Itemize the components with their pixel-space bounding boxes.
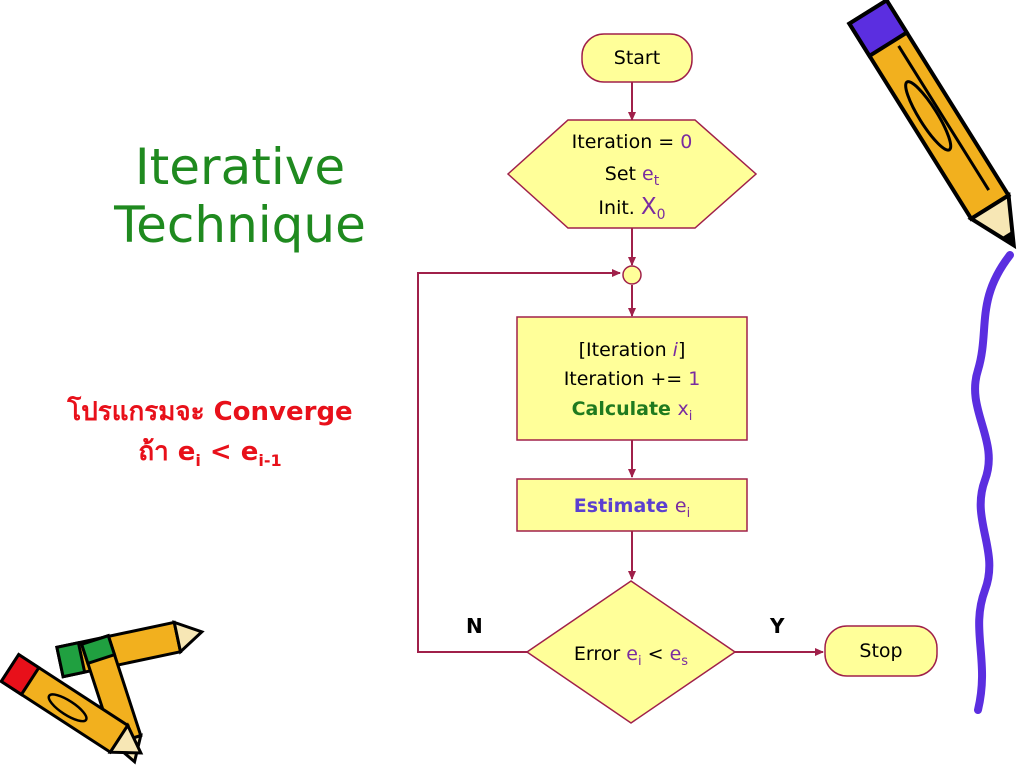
connectors: [417, 82, 824, 656]
process-line-2: Iteration += 1: [564, 368, 701, 390]
decision-label: Error ei < es: [574, 643, 688, 669]
init-line-1: Iteration = 0: [572, 131, 693, 153]
slide-title: Iterative Technique: [95, 138, 385, 254]
init-line-2: Set et: [605, 163, 660, 189]
init-preparation-node: [506, 119, 758, 229]
note-sub-2: i-1: [258, 451, 282, 471]
yes-branch-label: Y: [769, 614, 785, 638]
start-terminal: [581, 33, 693, 83]
process-line-3: Calculate xi: [572, 398, 693, 424]
note-line-2: ถ้า ei < ei-1: [20, 432, 400, 481]
stop-terminal: [824, 625, 938, 677]
init-line-3: Init. X0: [598, 194, 665, 223]
note-mid: < e: [200, 437, 259, 467]
note-line-1: โปรแกรมจะ Converge: [67, 397, 353, 427]
crayons-icon: [0, 620, 205, 765]
title-line-2: Technique: [114, 196, 366, 254]
convergence-note: โปรแกรมจะ Converge ถ้า ei < ei-1: [20, 392, 400, 481]
no-branch-label: N: [466, 614, 483, 638]
decision-node: [525, 580, 737, 724]
start-label: Start: [614, 47, 660, 69]
loop-junction: [622, 265, 642, 285]
side-wave-decoration: [971, 251, 1014, 714]
pencil-icon: [846, 0, 1017, 250]
estimate-node: [516, 478, 748, 532]
note-prefix: ถ้า e: [138, 437, 196, 467]
process-node: [516, 316, 748, 441]
title-line-1: Iterative: [134, 138, 346, 196]
estimate-label: Estimate ei: [574, 495, 690, 521]
process-line-1: [Iteration i]: [579, 339, 686, 361]
stop-label: Stop: [859, 640, 902, 662]
note-sub-1: i: [195, 451, 201, 471]
loop-back-arrow: [417, 269, 621, 653]
